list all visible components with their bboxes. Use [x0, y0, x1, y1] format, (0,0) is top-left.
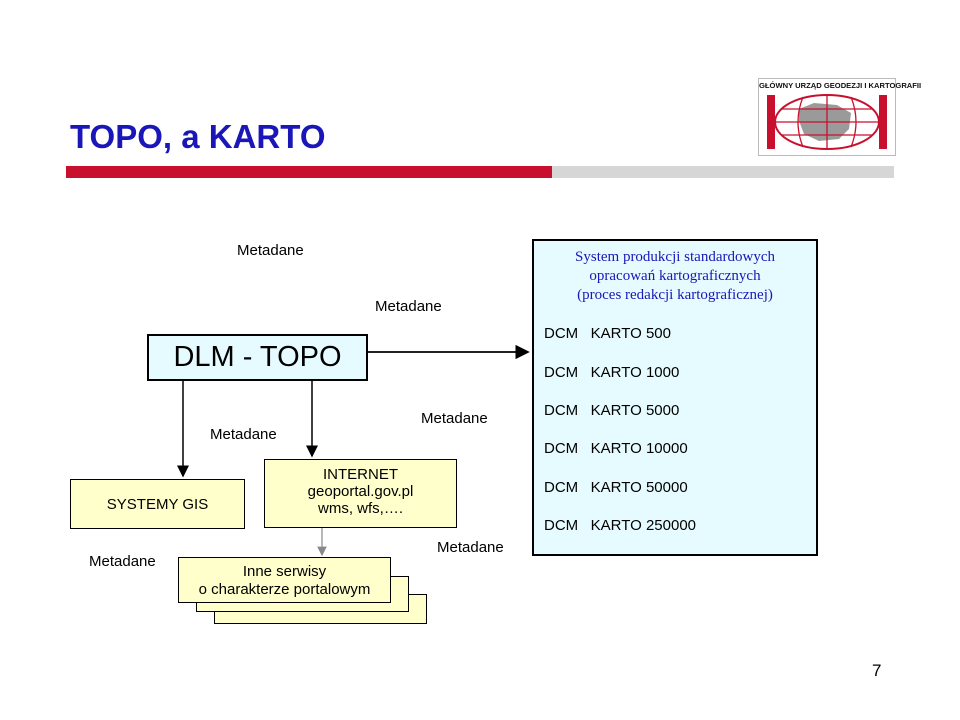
dcm-item: DCM KARTO 250000 — [544, 517, 697, 534]
metadata-label-top: Metadane — [237, 242, 304, 259]
metadata-label-bottom-left: Metadane — [89, 553, 156, 570]
dcm-item: DCM KARTO 10000 — [544, 440, 688, 457]
metadata-label-arrow: Metadane — [375, 298, 442, 315]
dcm-item: DCM KARTO 500 — [544, 325, 671, 342]
other-services-line2: o charakterze portalowym — [198, 581, 371, 598]
metadata-label-bottom-center: Metadane — [437, 539, 504, 556]
metadata-label-center: Metadane — [421, 410, 488, 427]
title-underline-red — [66, 166, 552, 178]
logo-text: GŁÓWNY URZĄD GEODEZJI I KARTOGRAFII — [759, 81, 922, 90]
metadata-label-left: Metadane — [210, 426, 277, 443]
production-system-heading: System produkcji standardowych opracowań… — [534, 248, 816, 305]
other-services-line1: Inne serwisy — [242, 563, 327, 580]
internet-url: geoportal.gov.pl — [307, 483, 414, 500]
dcm-item: DCM KARTO 50000 — [544, 479, 688, 496]
dcm-item: DCM KARTO 5000 — [544, 402, 680, 419]
page-number: 7 — [872, 661, 882, 680]
gis-systems-box: SYSTEMY GIS — [70, 479, 245, 529]
gis-systems-label: SYSTEMY GIS — [106, 495, 209, 513]
internet-label: INTERNET — [323, 466, 398, 483]
dcm-item: DCM KARTO 1000 — [544, 364, 680, 381]
other-services-box: Inne serwisy o charakterze portalowym — [178, 557, 391, 603]
production-heading-line3: (proces redakcji kartograficznej) — [577, 287, 773, 303]
production-system-box: System produkcji standardowych opracowań… — [532, 239, 818, 556]
gugik-logo: GŁÓWNY URZĄD GEODEZJI I KARTOGRAFII — [758, 78, 922, 156]
dlm-topo-box: DLM - TOPO — [147, 334, 368, 381]
globe-icon — [765, 93, 889, 151]
internet-box: INTERNET geoportal.gov.pl wms, wfs,…. — [264, 459, 457, 528]
internet-services: wms, wfs,…. — [318, 500, 403, 517]
slide-title: TOPO, a KARTO — [70, 118, 326, 155]
production-heading-line2: opracowań kartograficznych — [589, 268, 761, 284]
production-heading-line1: System produkcji standardowych — [575, 249, 775, 265]
